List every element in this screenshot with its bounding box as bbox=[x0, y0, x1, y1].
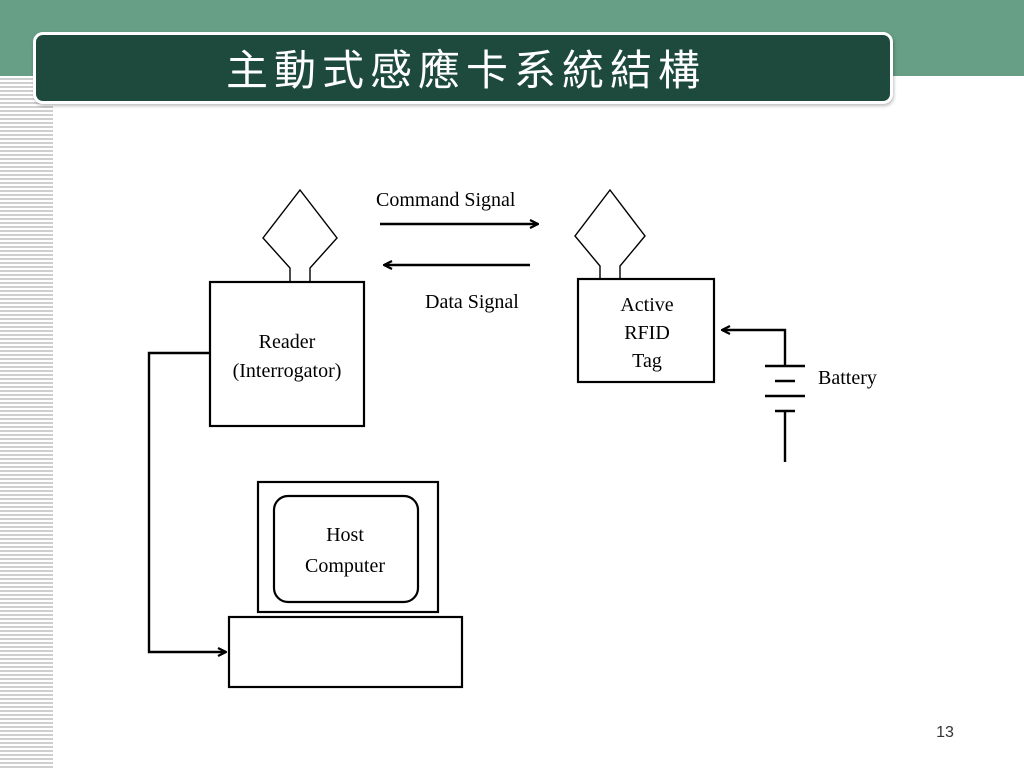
tag-box bbox=[576, 277, 716, 384]
command-signal-label: Command Signal bbox=[376, 189, 516, 211]
battery-icon bbox=[765, 364, 805, 462]
tag-label-line1: Active bbox=[620, 294, 673, 316]
monitor-screen bbox=[272, 494, 420, 604]
reader-box bbox=[208, 280, 366, 428]
tag-label-line3: Tag bbox=[632, 350, 662, 372]
host-label-line2: Computer bbox=[305, 555, 385, 577]
reader-antenna-icon bbox=[262, 188, 338, 282]
data-signal-label: Data Signal bbox=[425, 291, 519, 313]
tag-antenna-icon bbox=[574, 188, 646, 279]
title-bar: 主動式感應卡系統結構 bbox=[33, 32, 893, 104]
page-number: 13 bbox=[936, 724, 954, 741]
host-label-line1: Host bbox=[326, 524, 364, 546]
reader-host-connection bbox=[147, 351, 226, 652]
computer-base bbox=[227, 615, 464, 689]
reader-label-line2: (Interrogator) bbox=[233, 360, 342, 382]
battery-label: Battery bbox=[818, 367, 877, 389]
battery-wire bbox=[722, 330, 787, 366]
tag-label-line2: RFID bbox=[624, 322, 670, 344]
slide-title: 主動式感應卡系統結構 bbox=[225, 46, 706, 95]
reader-label-line1: Reader bbox=[259, 331, 316, 353]
computer-icon bbox=[227, 480, 464, 689]
left-stripe-decoration bbox=[0, 76, 53, 768]
